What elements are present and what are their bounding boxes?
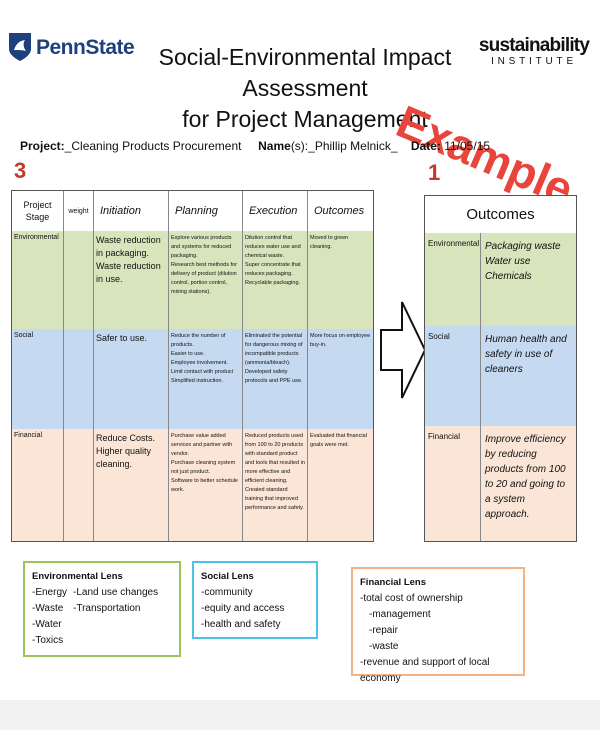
- execution-cell: Dilution control that reduces water use …: [243, 231, 308, 329]
- outcomes-table-title: Outcomes: [425, 196, 576, 234]
- sustainability-institute-logo: sustainability INSTITUTE: [478, 35, 590, 68]
- right-arrow-icon: [380, 301, 426, 399]
- header-weight: weight: [64, 191, 94, 231]
- page-title: Social-Environmental Impact Assessment f…: [120, 42, 490, 135]
- outcome-stage-label: Environmental: [425, 233, 481, 326]
- project-label: Project:: [20, 139, 65, 153]
- planning-cell: Reduce the number of products. Easier to…: [169, 329, 243, 429]
- initiation-cell: Safer to use.: [94, 329, 169, 429]
- weight-cell: [64, 429, 94, 541]
- brand-line-1: sustainability: [478, 35, 590, 56]
- assessment-table-header: Project Stage weight Initiation Planning…: [12, 191, 373, 232]
- header-initiation: Initiation: [94, 191, 169, 231]
- lens-item: -Toxics: [32, 635, 64, 646]
- weight-cell: [64, 231, 94, 329]
- execution-cell: Eliminated the potential for dangerous m…: [243, 329, 308, 429]
- lens-title: Financial Lens: [360, 577, 426, 588]
- date-value: 11/05/15: [444, 139, 491, 153]
- table-row-social: Social Safer to use. Reduce the number o…: [12, 329, 373, 430]
- social-lens-box: Social Lens -community -equity and acces…: [192, 561, 318, 639]
- lens-item: -Water: [32, 619, 62, 630]
- penn-state-logo: PennState: [36, 36, 135, 59]
- date-label: Date:: [410, 139, 441, 153]
- outcome-text: Packaging waste Water use Chemicals: [485, 241, 561, 282]
- outcome-row-environmental: Environmental Packaging waste Water use …: [425, 233, 576, 327]
- assessment-table: Project Stage weight Initiation Planning…: [11, 190, 374, 542]
- outcomes-table: Outcomes Environmental Packaging waste W…: [424, 195, 577, 542]
- lens-item: -waste: [369, 641, 399, 652]
- stage-label: Social: [12, 329, 64, 429]
- weight-cell: [64, 329, 94, 429]
- names-value: (s):_Phillip Melnick_: [290, 139, 398, 153]
- stage-label: Environmental: [12, 231, 64, 329]
- lens-column-1: -Energy -Waste -Water -Toxics: [32, 585, 67, 649]
- outcome-text: Human health and safety in use of cleane…: [485, 334, 567, 375]
- table-row-environmental: Environmental Waste reduction in packagi…: [12, 231, 373, 330]
- title-line-1: Social-Environmental Impact Assessment: [158, 44, 452, 101]
- lens-item: -revenue and support of local economy: [360, 657, 490, 684]
- outcome-row-social: Social Human health and safety in use of…: [425, 326, 576, 427]
- project-info-line: Project:_Cleaning Products Procurement N…: [20, 139, 490, 153]
- execution-cell: Reduced products used from 100 to 20 pro…: [243, 429, 308, 541]
- header-outcomes: Outcomes: [314, 205, 365, 217]
- outcomes-cell: More focus on employee buy-in.: [310, 333, 371, 348]
- initiation-cell: Waste reduction in packaging. Waste redu…: [94, 231, 169, 329]
- table-row-financial: Financial Reduce Costs. Higher quality c…: [12, 429, 373, 541]
- initiation-cell: Reduce Costs. Higher quality cleaning.: [94, 429, 169, 541]
- financial-lens-box: Financial Lens -total cost of ownership …: [351, 567, 525, 684]
- step-marker-3: 3: [14, 158, 27, 183]
- title-line-2: for Project Management: [182, 106, 428, 132]
- lens-item: -Waste: [32, 603, 64, 614]
- penn-state-shield-icon: [9, 33, 31, 61]
- lens-item: -Energy: [32, 587, 68, 598]
- lens-column-2: -Land use changes -Transportation: [73, 585, 158, 649]
- planning-cell: Purchase value added services and partne…: [169, 429, 243, 541]
- stage-label: Financial: [12, 429, 64, 541]
- outcome-stage-label: Social: [425, 326, 481, 426]
- planning-cell: Explore various products and systems for…: [169, 231, 243, 329]
- header-project-stage: Project Stage: [12, 191, 64, 231]
- lens-title: Environmental Lens: [32, 571, 123, 582]
- outcome-stage-label: Financial: [425, 426, 481, 541]
- lens-item: -equity and access: [201, 603, 285, 614]
- outcome-row-financial: Financial Improve efficiency by reducing…: [425, 426, 576, 541]
- project-value: _Cleaning Products Procurement: [64, 139, 242, 153]
- lens-item: -total cost of ownership: [360, 593, 463, 604]
- brand-line-2: INSTITUTE: [491, 56, 577, 67]
- names-label: Name: [258, 139, 291, 153]
- lens-item: -community: [201, 587, 253, 598]
- lens-item: -management: [369, 609, 431, 620]
- lens-item: -repair: [369, 625, 398, 636]
- environmental-lens-box: Environmental Lens -Energy -Waste -Water…: [23, 561, 181, 657]
- outcomes-cell: Evaluated that financial goals were met.: [310, 433, 367, 448]
- page-bottom-margin: [0, 700, 600, 730]
- header-execution: Execution: [243, 191, 308, 231]
- lens-item: -Land use changes: [73, 587, 159, 598]
- header-planning: Planning: [169, 191, 243, 231]
- lens-item: -Transportation: [73, 603, 141, 614]
- outcome-text: Improve efficiency by reducing products …: [485, 434, 566, 520]
- lens-title: Social Lens: [201, 571, 254, 582]
- outcomes-cell: Moved to green cleaning.: [310, 235, 349, 250]
- lens-item: -health and safety: [201, 619, 281, 630]
- step-marker-1: 1: [428, 160, 441, 185]
